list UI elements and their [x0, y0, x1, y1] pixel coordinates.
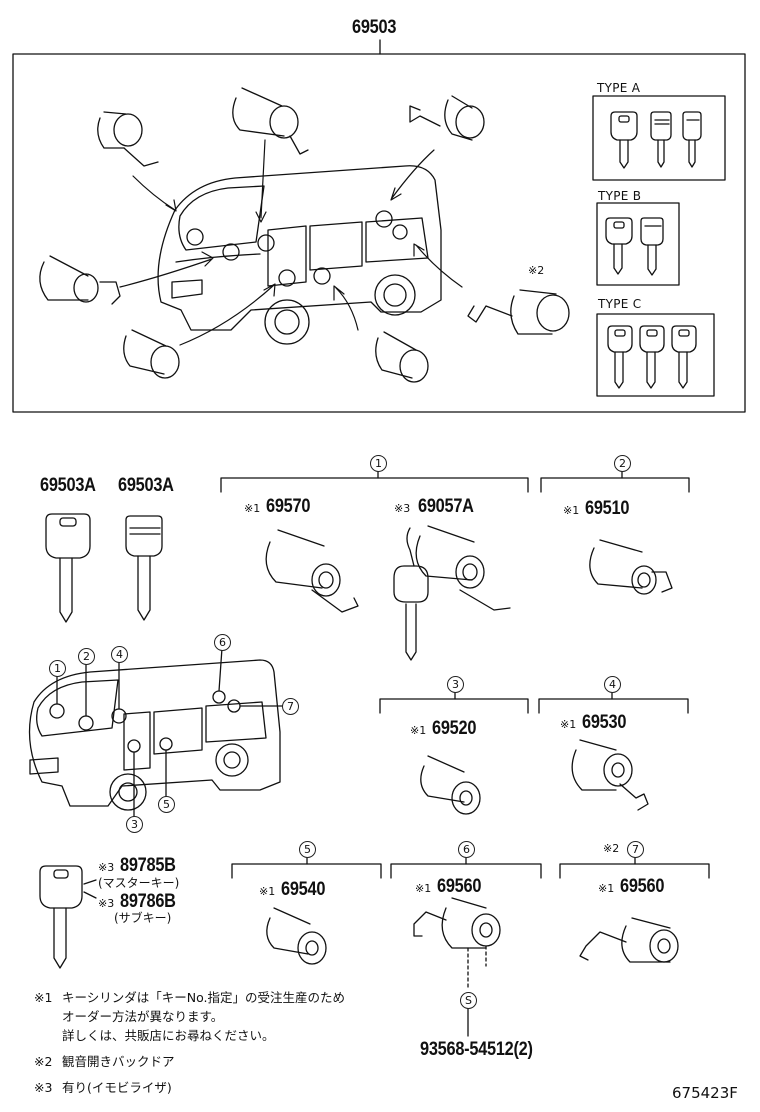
master-key-mark: ※3 [98, 861, 115, 874]
cylinder-69570-drawing [265, 529, 359, 613]
assembly-van-illustration [157, 165, 442, 345]
group-bracket-1 [220, 471, 529, 493]
type-c-keys [607, 325, 697, 389]
note1-line3: 詳しくは、共販店にお尋ねください。 [62, 1028, 275, 1043]
part-69057a-number: 69057A [418, 496, 474, 517]
bracket-number-6: 6 [458, 841, 475, 858]
group-bracket-3 [379, 692, 529, 714]
master-key-sublabel: (マスターキー) [98, 876, 180, 890]
assembly-part-number: 69503 [352, 17, 397, 38]
cylinder-69057a-drawing [393, 525, 511, 661]
part-69520-mark: ※1 [410, 724, 427, 737]
sub-key-mark: ※3 [98, 897, 115, 910]
cylinder-69560-6-drawing [413, 897, 501, 991]
van-callout-4: 4 [111, 646, 128, 663]
cylinder-69530-drawing [571, 739, 649, 811]
note2-marker-top: ※2 [528, 264, 545, 277]
bracket-number-1: 1 [370, 455, 387, 472]
callout-van-illustration [28, 647, 283, 817]
group-bracket-6 [390, 857, 542, 879]
group-bracket-2 [540, 471, 690, 493]
key-69503a-1-drawing [45, 513, 91, 623]
master-key-number: 89785B [120, 855, 176, 876]
part-69540-number: 69540 [281, 879, 326, 900]
group-bracket-7 [559, 857, 710, 879]
master-key-drawing [39, 865, 97, 969]
type-b-keys [605, 217, 664, 276]
type-c-box [596, 313, 715, 397]
sub-key-number: 89786B [120, 891, 176, 912]
top-cylinder-6 [375, 331, 429, 383]
note3-mark: ※3 [34, 1080, 53, 1095]
type-b-label: TYPE B [598, 189, 642, 203]
part-69530-number: 69530 [582, 712, 627, 733]
type-b-box [596, 202, 680, 286]
bracket-number-4: 4 [604, 676, 621, 693]
type-a-box [592, 95, 726, 181]
cylinder-69510-drawing [589, 539, 673, 595]
note1-line1: キーシリンダは「キーNo.指定」の受注生産のため [62, 990, 346, 1005]
group-bracket-5 [231, 857, 382, 879]
note3-line1: 有り(イモビライザ) [62, 1080, 172, 1095]
type-a-keys [610, 111, 702, 169]
note1-line2: オーダー方法が異なります。 [62, 1009, 224, 1024]
note2-line1: 観音開きバックドア [62, 1054, 175, 1069]
part-69570-mark: ※1 [244, 502, 261, 515]
assembly-frame [12, 53, 746, 413]
top-cylinder-7 [467, 289, 570, 335]
top-cylinder-3 [409, 95, 485, 141]
part-69560-7-mark: ※1 [598, 882, 615, 895]
part-69560-6-number: 69560 [437, 876, 482, 897]
type-c-label: TYPE C [598, 297, 642, 311]
screw-part-number: 93568-54512(2) [420, 1039, 533, 1060]
bracket-number-3: 3 [447, 676, 464, 693]
figure-id: 675423F [672, 1084, 738, 1102]
part-69560-7-number: 69560 [620, 876, 665, 897]
sub-key-sublabel: (サブキー) [114, 911, 172, 925]
bracket-number-2: 2 [614, 455, 631, 472]
van-callout-5: 5 [158, 796, 175, 813]
cylinder-69540-drawing [266, 907, 327, 965]
part-69510-number: 69510 [585, 498, 630, 519]
note2-mark: ※2 [34, 1054, 53, 1069]
part-69540-mark: ※1 [259, 885, 276, 898]
cylinder-69560-7-drawing [579, 917, 679, 963]
key-69503a-2-drawing [125, 515, 163, 621]
part-69520-number: 69520 [432, 718, 477, 739]
part-69560-6-mark: ※1 [415, 882, 432, 895]
part-69530-mark: ※1 [560, 718, 577, 731]
bracket-number-5: 5 [299, 841, 316, 858]
cylinder-69520-drawing [420, 755, 481, 815]
part-69570-number: 69570 [266, 496, 311, 517]
part-69057a-mark: ※3 [394, 502, 411, 515]
bracket7-note-marker: ※2 [603, 842, 620, 855]
bracket-number-7: 7 [627, 841, 644, 858]
top-cylinder-1 [97, 111, 159, 167]
assembly-arrows [119, 139, 463, 346]
note1-mark: ※1 [34, 990, 53, 1005]
screw-symbol: S [460, 992, 477, 1009]
part-69510-mark: ※1 [563, 504, 580, 517]
van-callout-6: 6 [214, 634, 231, 651]
top-cylinder-4 [39, 255, 121, 305]
type-a-label: TYPE A [597, 81, 641, 95]
van-callout-7: 7 [282, 698, 299, 715]
top-cylinder-5 [123, 329, 180, 379]
van-callout-2: 2 [78, 648, 95, 665]
van-callout-3: 3 [126, 816, 143, 833]
top-cylinder-2 [232, 87, 309, 155]
key-part-number-1: 69503A [40, 475, 96, 496]
key-part-number-2: 69503A [118, 475, 174, 496]
van-callout-1: 1 [49, 660, 66, 677]
group-bracket-4 [538, 692, 689, 714]
